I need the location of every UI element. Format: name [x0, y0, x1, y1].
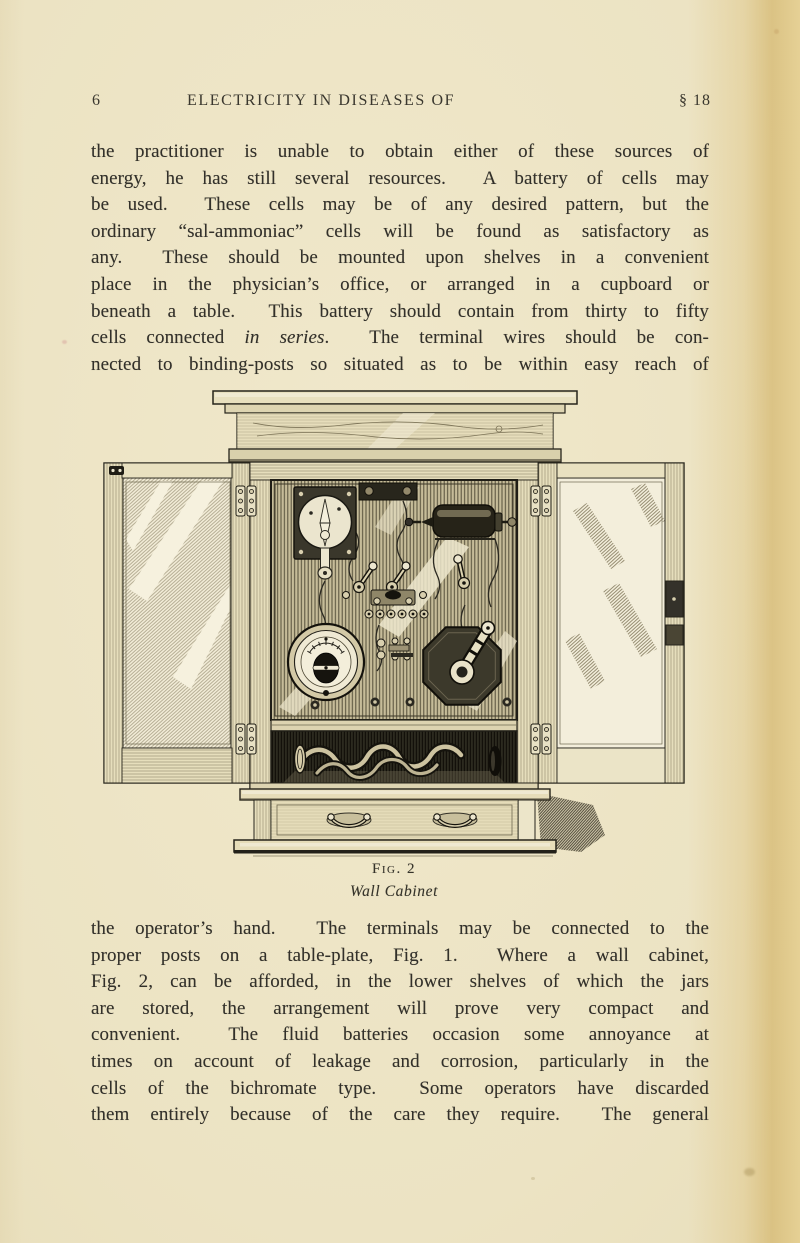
running-title: ELECTRICITY IN DISEASES OF — [187, 92, 456, 109]
panel-screws — [310, 697, 512, 710]
cabinet-body — [249, 461, 539, 791]
drawer-handle — [432, 812, 478, 828]
cord-compartment — [270, 719, 518, 784]
text-line: the practitioner is unable to obtain eit… — [91, 141, 709, 162]
figure-2 — [103, 389, 685, 857]
page-number: 6 — [92, 92, 101, 109]
door-hinge-pin — [109, 466, 124, 475]
text-line: cells connected in series. The terminal … — [91, 325, 709, 352]
figure-caption-label: Fig. 2 — [372, 861, 416, 877]
text-line: energy, he has still several resources. … — [91, 167, 709, 189]
text-line: the operator’s hand. The terminals may b… — [91, 918, 709, 939]
paper-speck — [744, 1168, 755, 1176]
left-cabinet-door — [103, 462, 251, 784]
section-reference: § 18 — [679, 92, 711, 109]
door-latch — [665, 580, 684, 646]
induction-coil — [404, 504, 517, 540]
drawer-base — [233, 788, 557, 854]
text-segment: cells connected — [91, 327, 245, 349]
galvanometer-dial — [286, 622, 366, 702]
text-segment: . The terminal wires should be con- — [324, 327, 709, 349]
hinge-plates — [235, 485, 552, 755]
text-line: ordinary “sal-ammoniac” cells will be fo… — [91, 220, 709, 242]
text-line: cells of the bichromate type. Some opera… — [91, 1077, 709, 1099]
lever-switches — [342, 554, 471, 599]
paper-speck — [62, 340, 67, 344]
text-line: convenient. The fluid batteries occasion… — [91, 1024, 709, 1046]
terminal-block — [364, 589, 429, 619]
text-line: proper posts on a table-plate, Fig. 1. W… — [91, 944, 709, 966]
paper-speck — [774, 29, 779, 34]
drawer-handle — [326, 812, 372, 828]
small-binding-posts — [376, 637, 413, 661]
paragraph-1: the practitioner is unable to obtain eit… — [91, 139, 709, 378]
cornice — [212, 390, 578, 463]
figure-caption-title: Wall Cabinet — [349, 883, 438, 900]
pole-changer — [293, 486, 357, 580]
text-line: nected to binding-posts so situated as t… — [91, 353, 709, 375]
text-line: beneath a table. This battery should con… — [91, 300, 709, 322]
binding-posts-row — [364, 609, 429, 619]
paper-speck — [531, 1177, 535, 1180]
text-line: be used. These cells may be of any desir… — [91, 194, 709, 216]
text-line: times on account of leakage and corrosio… — [91, 1050, 709, 1072]
text-line: Fig. 2, can be afforded, in the lower sh… — [91, 971, 709, 993]
text-line: are stored, the arrangement will prove v… — [91, 997, 709, 1019]
rheostat-crank — [422, 620, 502, 706]
wall-cabinet-engraving — [103, 390, 685, 857]
drawer-front — [270, 799, 519, 841]
text-line: them entirely because of the care they r… — [91, 1104, 709, 1126]
text-line: place in the physician’s office, or arra… — [91, 273, 709, 295]
figure-caption: Fig. 2 Wall Cabinet — [103, 861, 685, 901]
paper-speck — [655, 1055, 659, 1059]
text-line: any. These should be mounted upon shelve… — [91, 247, 709, 269]
italic-text: in series — [244, 327, 325, 349]
connection-block — [358, 482, 418, 501]
cast-shadow — [253, 793, 605, 857]
right-cabinet-door — [537, 462, 685, 784]
paragraph-2: the operator’s hand. The terminals may b… — [91, 916, 709, 1129]
